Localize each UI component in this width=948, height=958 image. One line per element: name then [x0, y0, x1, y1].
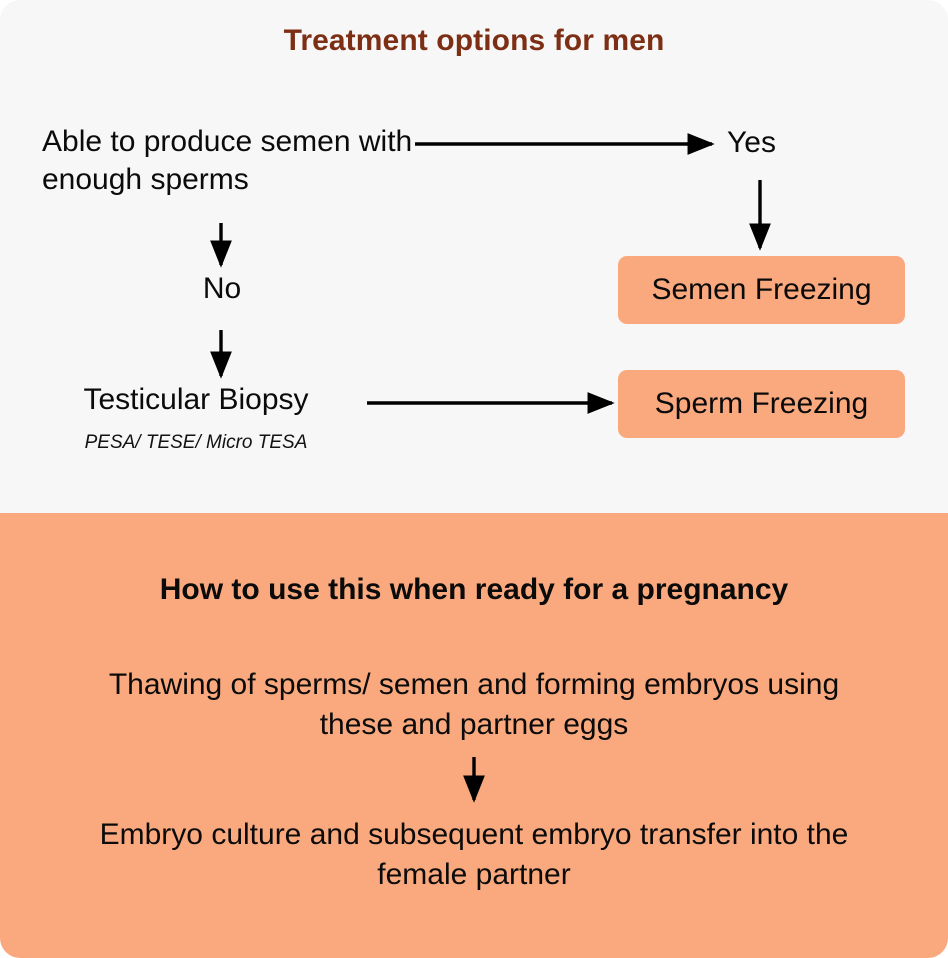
node-yes: Yes: [727, 126, 776, 159]
node-no: No: [202, 272, 242, 305]
page-title: Treatment options for men: [283, 24, 665, 57]
result-box-sperm-freezing: Sperm Freezing: [618, 370, 905, 438]
node-able-to-produce-semen: Able to produce semen with enough sperms: [42, 125, 413, 197]
node-testicular-biopsy-subtitle: PESA/ TESE/ Micro TESA: [84, 432, 308, 453]
bottom-panel-heading: How to use this when ready for a pregnan…: [159, 573, 789, 606]
node-testicular-biopsy: Testicular Biopsy: [83, 383, 309, 416]
result-box-semen-freezing: Semen Freezing: [618, 256, 905, 324]
how-to-use-panel: How to use this when ready for a pregnan…: [0, 513, 948, 958]
treatment-options-panel: Treatment options for men Able to produc…: [42, 24, 905, 453]
bottom-step-embryo-transfer: Embryo culture and subsequent embryo tra…: [99, 818, 849, 891]
bottom-step-thawing: Thawing of sperms/ semen and forming emb…: [108, 668, 840, 741]
